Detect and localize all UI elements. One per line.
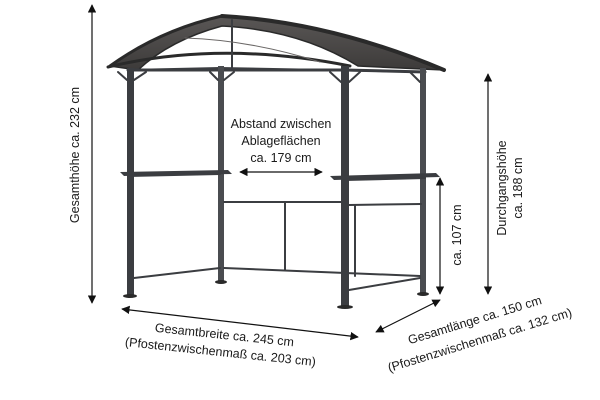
label-passage-height-line1: Durchgangshöhe: [495, 140, 509, 235]
bottom-rail-back: [223, 267, 421, 277]
foot: [417, 292, 429, 296]
roof-ridge: [220, 14, 446, 72]
roof-rib: [184, 37, 321, 63]
post-back-right: [420, 68, 426, 294]
label-passage-height-line2: ca. 188 cm: [511, 157, 525, 218]
roof-panel: [109, 15, 445, 71]
shelf-right-support: [344, 177, 426, 181]
foot: [337, 305, 353, 309]
brace: [209, 71, 219, 81]
brace: [409, 71, 421, 83]
total-width-arrow: [121, 305, 359, 341]
label-shelf-height: ca. 107 cm: [450, 204, 464, 265]
foot: [123, 294, 137, 298]
brace: [133, 71, 147, 81]
bottom-rail-front: [133, 267, 221, 279]
total-length-arrow: [375, 299, 441, 333]
post-front-right: [341, 66, 349, 306]
brace: [329, 71, 342, 83]
bottom-rail-right: [348, 277, 421, 291]
mid-rail: [348, 203, 422, 206]
roof-front-edge: [106, 51, 352, 69]
label-shelf-gap-line2: Ablageflächen: [241, 134, 320, 148]
post-front-left: [127, 68, 134, 296]
foot: [215, 280, 227, 284]
dimension-lines: [87, 4, 493, 341]
shelf-right: [330, 173, 440, 180]
shelf-left-support: [127, 173, 221, 177]
gazebo-illustration: [106, 14, 446, 309]
label-total-height: Gesamthöhe ca. 232 cm: [68, 87, 82, 223]
top-beam-back: [219, 67, 426, 73]
top-beam-left: [127, 67, 221, 71]
roof-rear-edge: [108, 14, 224, 68]
brace: [223, 71, 235, 81]
label-shelf-gap-line1: Abstand zwischen: [231, 117, 332, 131]
brace: [348, 71, 361, 83]
brace: [117, 71, 128, 81]
label-shelf-gap-line3: ca. 179 cm: [250, 151, 311, 165]
